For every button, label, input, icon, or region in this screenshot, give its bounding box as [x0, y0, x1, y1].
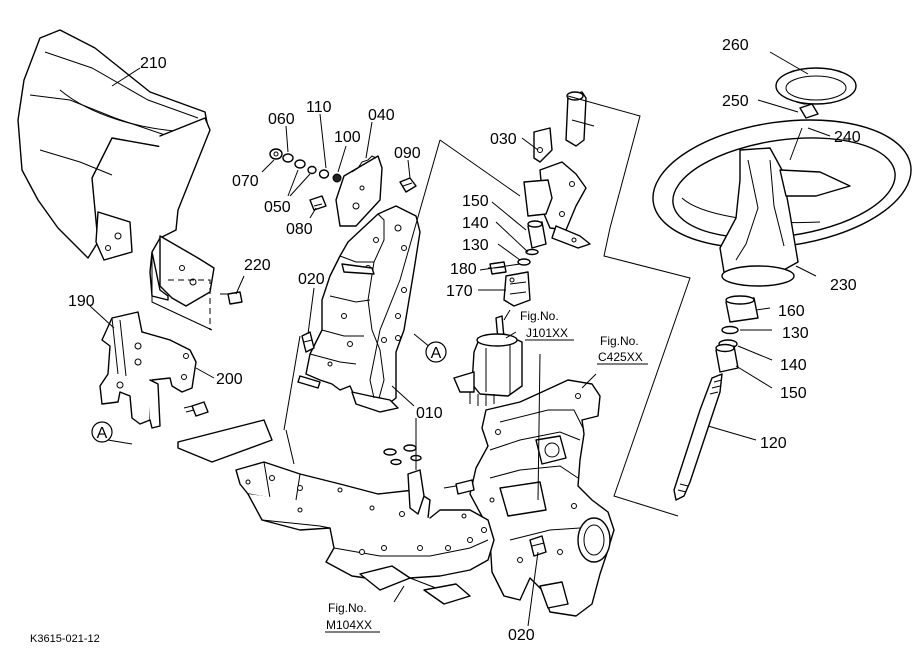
reference-marker-text: A: [431, 345, 442, 362]
part-080-bolt: [309, 195, 327, 211]
part-050-washer-b: [307, 165, 317, 175]
label-130-lower: 130: [782, 325, 809, 342]
part-260-horn-cap: [775, 67, 857, 105]
part-020-bolt-top: [301, 331, 315, 353]
label-140-lower: 140: [780, 357, 807, 374]
label-180: 180: [450, 261, 477, 278]
figure-ref-j101[interactable]: Fig.No. J101XX: [520, 309, 574, 341]
reference-marker-a-left: A: [91, 421, 113, 443]
part-040-quadrant-plate: [335, 155, 383, 227]
part-labels: 210 110 060 040 100 090 070 050 080 220 …: [68, 37, 861, 644]
part-090-nut: [399, 177, 417, 193]
figure-ref-m104[interactable]: Fig.No. M104XX: [325, 601, 380, 633]
figure-ref-prefix: Fig.No.: [600, 334, 639, 348]
label-080: 080: [286, 221, 313, 238]
label-170: 170: [446, 283, 473, 300]
label-200: 200: [216, 371, 243, 388]
label-030: 030: [490, 131, 517, 148]
part-140-ring-upper: [525, 248, 539, 256]
part-030-column-bracket: [523, 91, 595, 249]
small-hardware-group: [269, 148, 342, 183]
label-020-bottom: 020: [508, 627, 535, 644]
label-210: 210: [140, 55, 167, 72]
label-250: 250: [722, 93, 749, 110]
horn-cap-assembly: [775, 67, 857, 133]
label-130-upper: 130: [462, 237, 489, 254]
figure-ref-code: J101XX: [526, 326, 568, 340]
part-220-bolt: [220, 291, 243, 305]
part-020-bolt-bottom: [529, 535, 547, 557]
label-120: 120: [760, 435, 787, 452]
label-050: 050: [264, 199, 291, 216]
part-230-steering-wheel: [652, 119, 912, 287]
label-140-upper: 140: [462, 215, 489, 232]
label-220: 220: [244, 257, 271, 274]
label-240: 240: [834, 129, 861, 146]
part-130-washer-lower: [721, 325, 739, 335]
label-150-lower: 150: [780, 385, 807, 402]
figure-ref-prefix: Fig.No.: [520, 309, 559, 323]
figure-ref-prefix: Fig.No.: [328, 601, 367, 615]
part-010-steering-frame: [297, 205, 421, 413]
label-020-top: 020: [298, 271, 325, 288]
part-130-washer-upper: [517, 258, 531, 266]
label-060: 060: [268, 111, 295, 128]
figure-ref-c425[interactable]: Fig.No. C425XX: [597, 334, 648, 365]
label-150-upper: 150: [462, 193, 489, 210]
lower-shaft-stack: [673, 295, 759, 501]
part-190-bracket: [99, 311, 197, 429]
transmission-housing-c425: [443, 379, 615, 617]
figure-ref-code: C425XX: [598, 350, 643, 364]
drawing-code: K3615-021-12: [30, 633, 100, 645]
part-060-washer: [282, 153, 294, 163]
part-210-dash-panel: [17, 29, 215, 307]
label-010: 010: [416, 405, 443, 422]
label-160: 160: [778, 303, 805, 320]
reference-marker-a-right: A: [425, 341, 447, 363]
label-100: 100: [334, 129, 361, 146]
part-110-washer: [318, 169, 330, 179]
part-050-washer-a: [294, 159, 306, 169]
part-200-bolt: [183, 401, 209, 417]
main-frame-m104: [177, 419, 495, 605]
label-070: 070: [232, 173, 259, 190]
label-040: 040: [368, 107, 395, 124]
upper-bushing-stack: [489, 220, 547, 307]
figure-ref-code: M104XX: [326, 618, 372, 632]
part-070-nut: [269, 148, 283, 160]
part-170-universal-joint: [503, 271, 531, 307]
label-090: 090: [394, 145, 421, 162]
part-100-spring: [332, 173, 342, 183]
alignment-lines: [151, 95, 803, 517]
hydraulic-unit-j101: [453, 315, 523, 406]
label-190: 190: [68, 293, 95, 310]
label-260: 260: [722, 37, 749, 54]
reference-marker-text: A: [97, 425, 108, 442]
label-230: 230: [830, 277, 857, 294]
part-250-nut: [799, 103, 819, 119]
label-110: 110: [306, 99, 332, 116]
